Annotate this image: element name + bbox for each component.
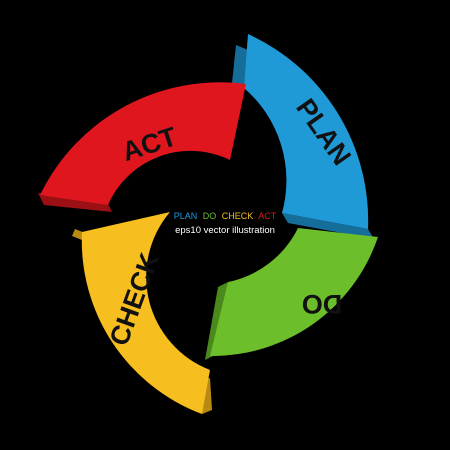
center-title: PLAN DO CHECK ACT	[174, 211, 277, 221]
do-label: DO	[302, 289, 343, 319]
check-segment-face	[81, 212, 211, 414]
act-segment: ACT	[38, 82, 246, 212]
center-word-act: ACT	[258, 211, 277, 221]
check-segment: CHECK	[72, 212, 212, 414]
center-word-do: DO	[203, 211, 217, 221]
center-word-check: CHECK	[222, 211, 254, 221]
check-segment-depth	[72, 229, 85, 240]
plan-segment-depth	[232, 45, 248, 88]
act-segment-face	[40, 82, 246, 205]
center-subtitle: eps10 vector illustration	[175, 225, 275, 236]
plan-segment-face	[244, 34, 369, 229]
do-segment-depth	[205, 282, 228, 360]
do-segment: DO	[205, 228, 378, 360]
plan-segment: PLAN	[232, 34, 374, 239]
center-word-plan: PLAN	[174, 211, 198, 221]
center-caption: PLAN DO CHECK ACT eps10 vector illustrat…	[174, 211, 277, 236]
act-segment-depth	[38, 193, 112, 212]
do-segment-face	[210, 228, 378, 357]
plan-segment-depth-bottom	[282, 213, 374, 239]
